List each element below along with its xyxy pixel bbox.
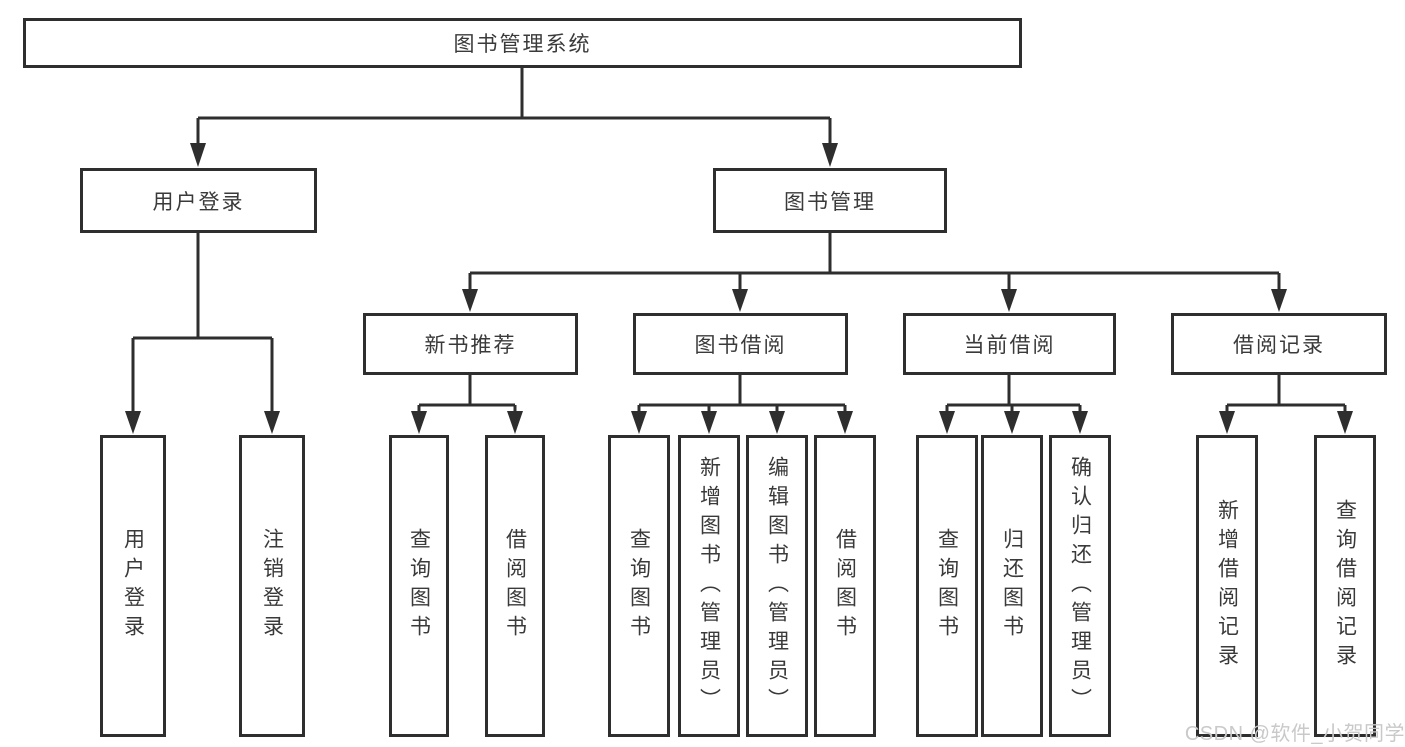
leaf-query-borrow-record-label: 查询借阅记录 [1333, 499, 1357, 673]
leaf-recommend-query-books-label: 查询图书 [407, 528, 431, 644]
leaf-confirm-return-admin: 确认归还（管理员） [1049, 435, 1111, 737]
node-borrow-records: 借阅记录 [1171, 313, 1387, 375]
leaf-edit-books-admin: 编辑图书（管理员） [746, 435, 808, 737]
leaf-add-borrow-record: 新增借阅记录 [1196, 435, 1258, 737]
node-current-borrow-label: 当前借阅 [963, 334, 1056, 357]
node-root-label: 图书管理系统 [453, 33, 592, 56]
node-new-book-recommend-label: 新书推荐 [424, 334, 517, 357]
leaf-query-borrow-record: 查询借阅记录 [1314, 435, 1376, 737]
leaf-borrow-books: 借阅图书 [814, 435, 876, 737]
leaf-return-books-label: 归还图书 [1000, 528, 1024, 644]
node-new-book-recommend: 新书推荐 [363, 313, 578, 375]
leaf-logout-label: 注销登录 [260, 528, 284, 644]
node-user-login: 用户登录 [80, 168, 317, 233]
leaf-recommend-borrow-books: 借阅图书 [485, 435, 545, 737]
node-current-borrow: 当前借阅 [903, 313, 1116, 375]
leaf-borrow-books-label: 借阅图书 [833, 528, 857, 644]
node-root: 图书管理系统 [23, 18, 1022, 68]
leaf-edit-books-admin-label: 编辑图书（管理员） [765, 455, 789, 717]
node-borrow-records-label: 借阅记录 [1233, 334, 1325, 357]
leaf-borrow-query-books: 查询图书 [608, 435, 670, 737]
node-user-login-label: 用户登录 [152, 190, 245, 214]
node-book-borrow-label: 图书借阅 [694, 334, 787, 357]
node-book-management: 图书管理 [713, 168, 947, 233]
leaf-add-books-admin-label: 新增图书（管理员） [697, 455, 721, 717]
leaf-recommend-borrow-books-label: 借阅图书 [503, 528, 527, 644]
leaf-borrow-query-books-label: 查询图书 [627, 528, 651, 644]
leaf-recommend-query-books: 查询图书 [389, 435, 449, 737]
leaf-logout: 注销登录 [239, 435, 305, 737]
node-book-management-label: 图书管理 [784, 190, 876, 214]
leaf-confirm-return-admin-label: 确认归还（管理员） [1068, 455, 1092, 717]
node-book-borrow: 图书借阅 [633, 313, 848, 375]
arrowheads [125, 143, 1353, 434]
leaf-return-books: 归还图书 [981, 435, 1043, 737]
leaf-user-login: 用户登录 [100, 435, 166, 737]
leaf-add-books-admin: 新增图书（管理员） [678, 435, 740, 737]
leaf-user-login-label: 用户登录 [121, 528, 145, 644]
leaf-current-query-books-label: 查询图书 [935, 528, 959, 644]
leaf-add-borrow-record-label: 新增借阅记录 [1215, 499, 1239, 673]
csdn-watermark: CSDN @软件_小贺同学 [1184, 723, 1405, 745]
leaf-current-query-books: 查询图书 [916, 435, 978, 737]
